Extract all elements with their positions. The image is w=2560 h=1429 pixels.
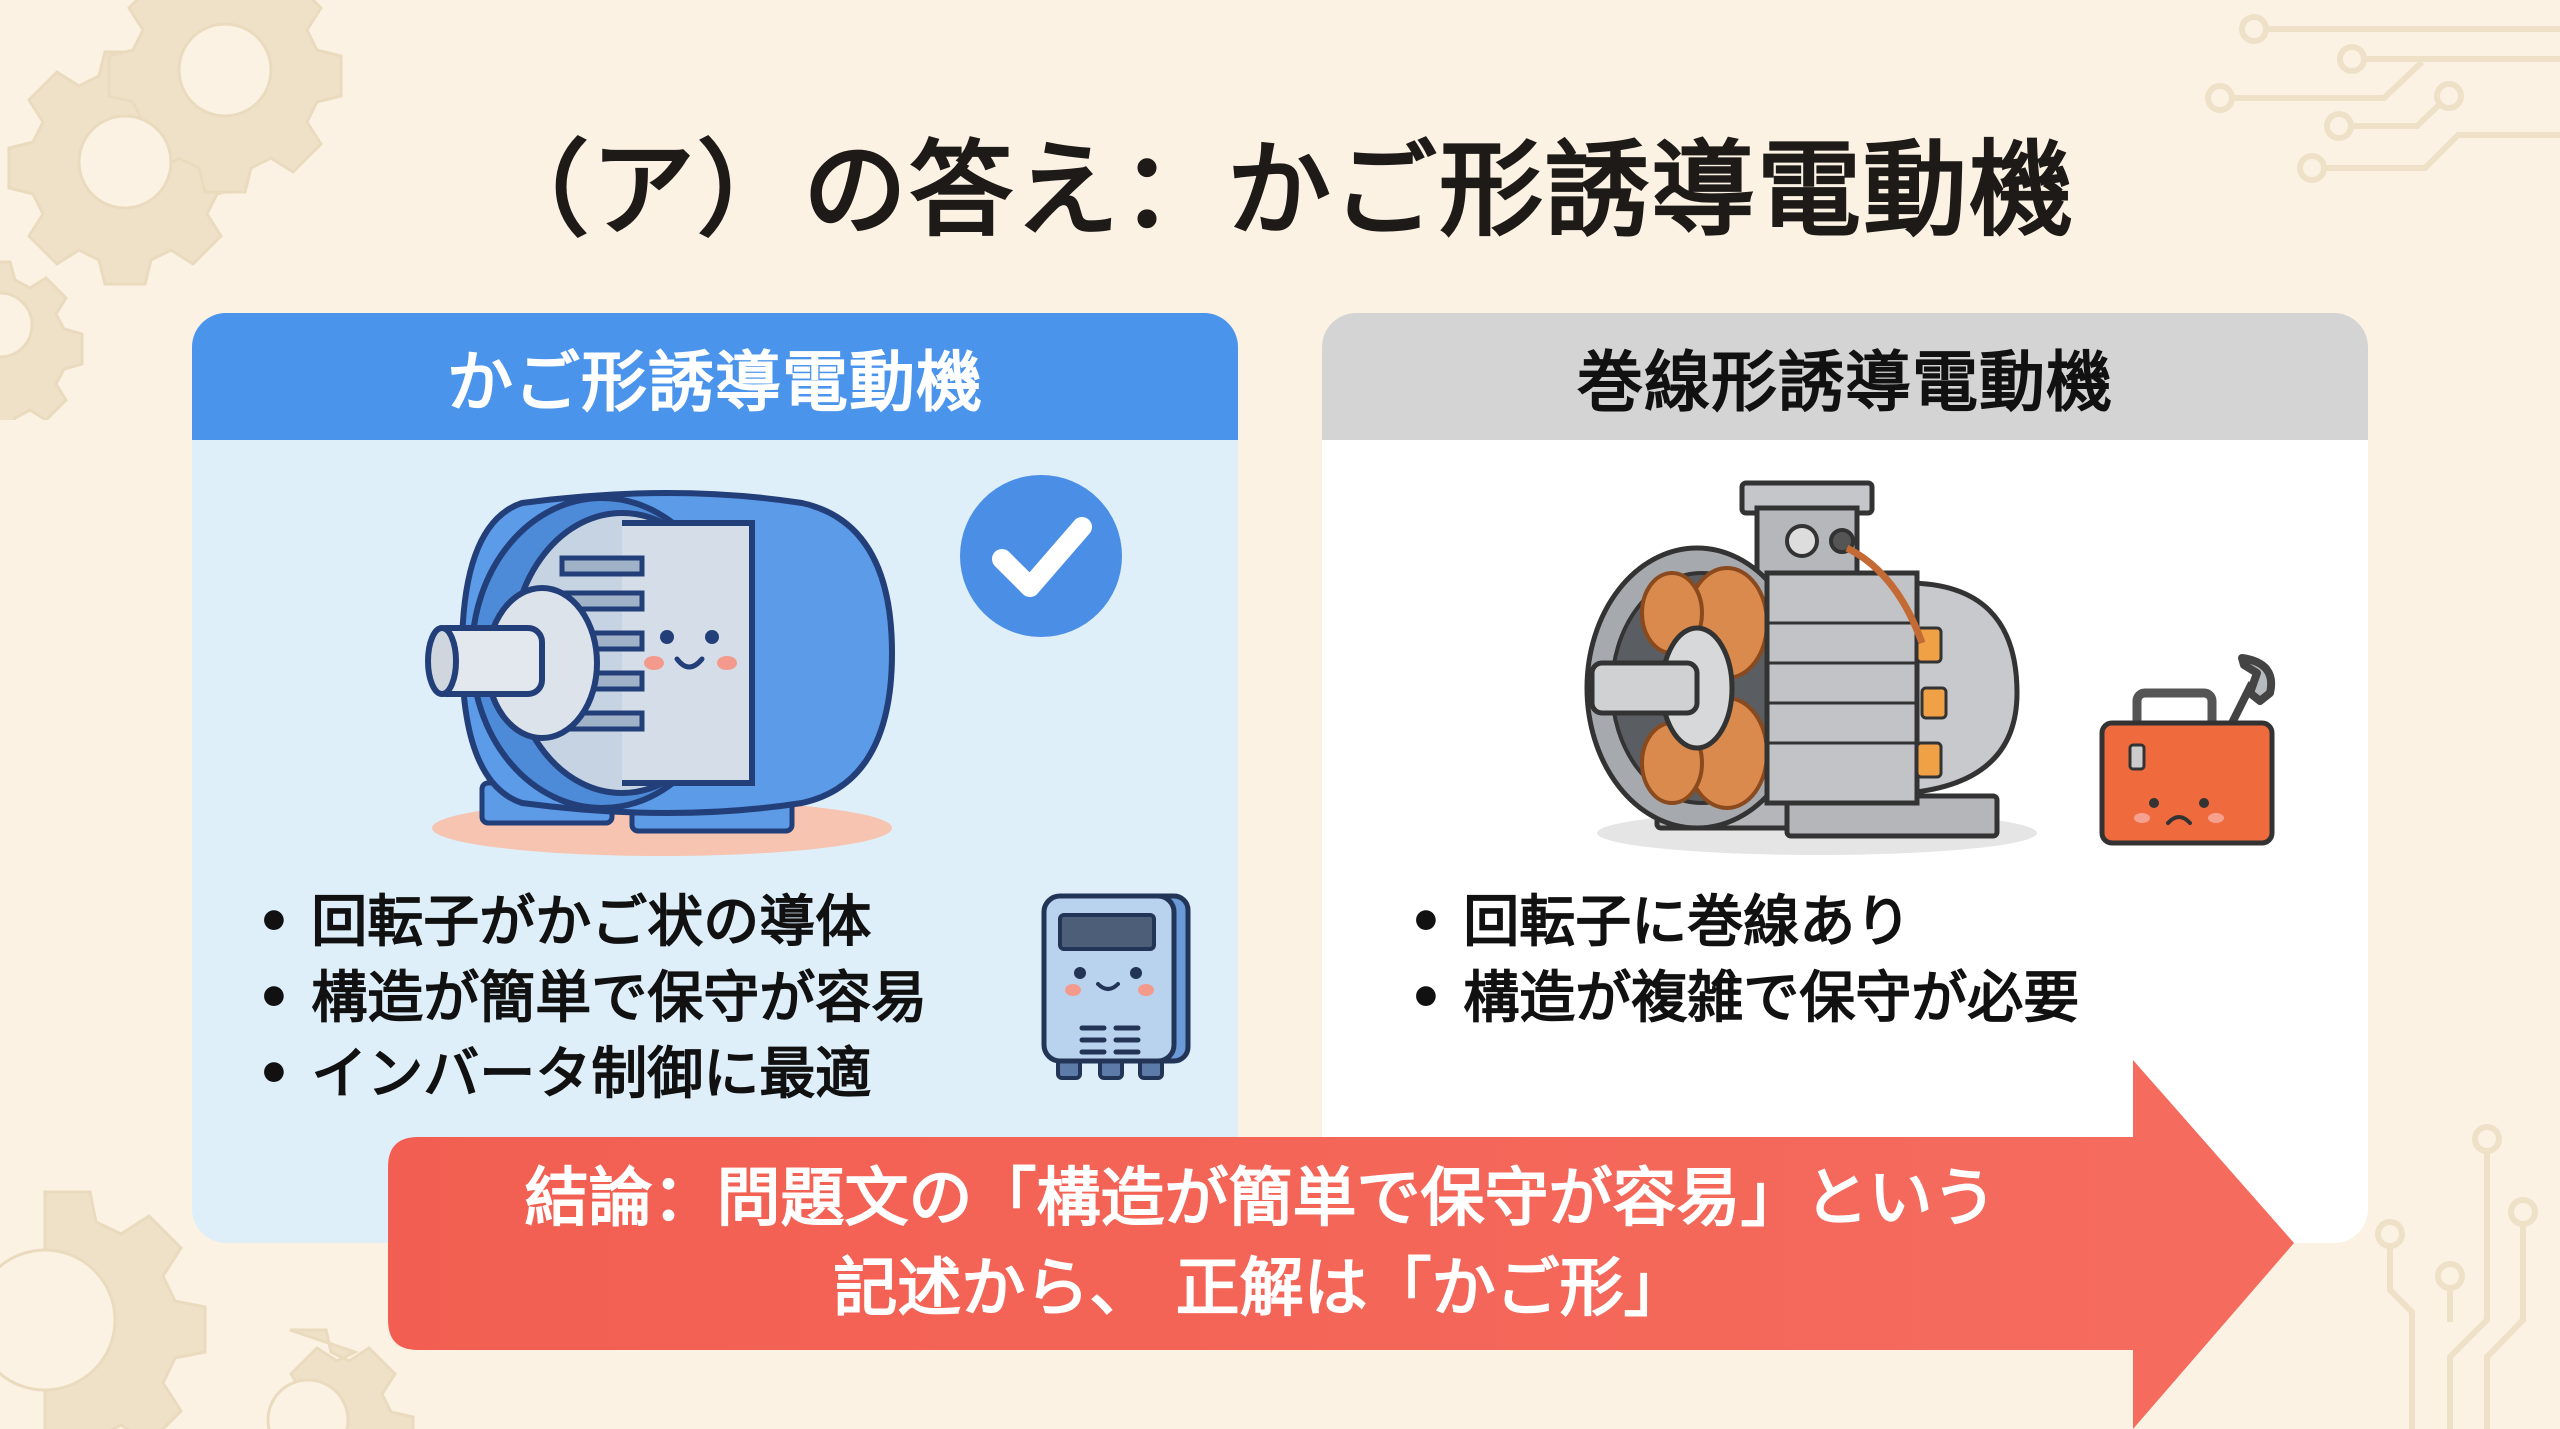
gear-icon [0, 1190, 415, 1429]
conclusion-text: 結論：問題文の「構造が簡単で保守が容易」という 記述から、 正解は「かご形」 [388, 1137, 2133, 1350]
squirrel-cage-motor-card: かご形誘導電動機 回転子がかご状の導体 構造が簡単で保守が容易 インバータ制御に… [192, 313, 1238, 1243]
squirrel-cage-motor-icon [425, 490, 896, 856]
conclusion-line-1: 結論：問題文の「構造が簡単で保守が容易」という [524, 1161, 1997, 1236]
checkmark-icon [960, 475, 1122, 637]
toolbox-wrench-icon [2099, 654, 2276, 846]
list-item: 構造が複雑で保守が必要 [1408, 961, 2079, 1037]
circuit-lines-icon [2205, 14, 2560, 183]
conclusion-arrow [388, 1060, 2294, 1429]
card-header: 巻線形誘導電動機 [1322, 313, 2368, 440]
conclusion-line-2: 記述から、 正解は「かご形」 [833, 1251, 1688, 1326]
list-item: インバータ制御に最適 [256, 1037, 927, 1113]
list-item: 回転子がかご状の導体 [256, 885, 927, 961]
inverter-icon [1041, 893, 1191, 1080]
wound-rotor-motor-card: 巻線形誘導電動機 [1322, 313, 2368, 1243]
card-header: かご形誘導電動機 [192, 313, 1238, 440]
wound-rotor-motor-icon [1584, 480, 2037, 855]
circuit-lines-icon [2375, 1124, 2538, 1429]
gear-icon [0, 0, 343, 420]
page-title: （ア）の答え：かご形誘導電動機 [484, 129, 2075, 251]
list-item: 回転子に巻線あり [1408, 885, 2079, 961]
feature-list: 回転子に巻線あり 構造が複雑で保守が必要 [1408, 885, 2079, 1037]
list-item: 構造が簡単で保守が容易 [256, 961, 927, 1037]
feature-list: 回転子がかご状の導体 構造が簡単で保守が容易 インバータ制御に最適 [256, 885, 927, 1113]
